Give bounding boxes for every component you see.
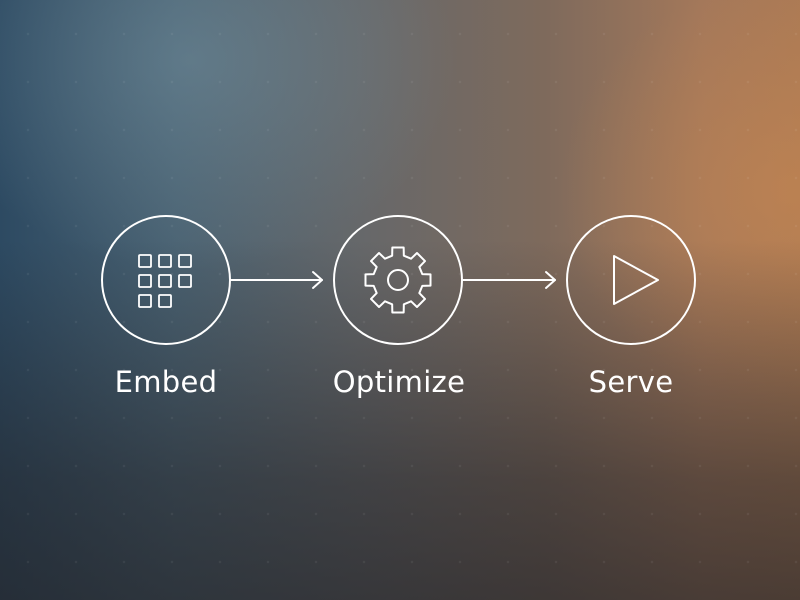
step-label-optimize: Optimize (332, 365, 466, 399)
connector-arrow-2 (462, 271, 556, 289)
step-label-embed: Embed (114, 365, 218, 399)
grid-icon (138, 254, 192, 308)
step-serve-circle (566, 215, 696, 345)
connector-arrow-1 (229, 271, 323, 289)
arrow-right-icon (312, 271, 323, 289)
step-optimize-circle (333, 215, 463, 345)
step-optimize-node (333, 215, 463, 345)
step-serve-node (566, 215, 696, 345)
step-embed-node (101, 215, 231, 345)
step-label-serve: Serve (588, 365, 674, 399)
gear-icon (364, 246, 432, 314)
play-icon (613, 255, 659, 305)
step-embed-circle (101, 215, 231, 345)
arrow-right-icon (545, 271, 556, 289)
